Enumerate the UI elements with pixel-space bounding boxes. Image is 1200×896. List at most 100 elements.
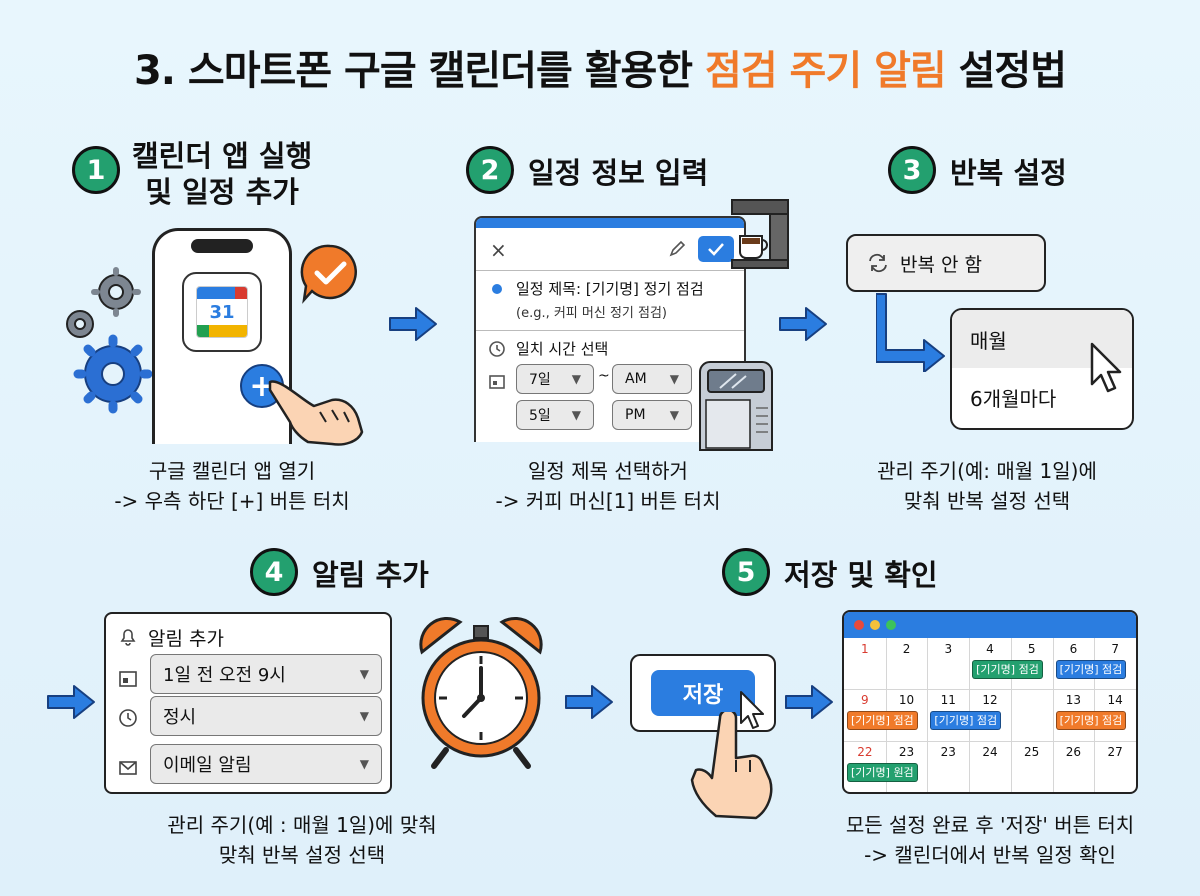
notification-panel: 알림 추가 1일 전 오전 9시▼ 정시▼ 이메일 알림▼ (104, 612, 392, 794)
reminder-timing-value: 정시 (163, 707, 197, 728)
ampm-start-select[interactable]: AM▼ (612, 364, 692, 394)
step-1-title-line1: 캘린더 앱 실행 (132, 139, 313, 173)
event-title-hint: (e.g., 커피 머신 정기 점검) (516, 306, 667, 321)
window-close-dot[interactable] (854, 620, 864, 630)
calendar-event[interactable]: [기기명] 점검 (847, 711, 918, 731)
reminder-timing-select[interactable]: 정시 ▼ (150, 696, 382, 736)
edit-pencil-icon[interactable] (668, 240, 686, 258)
arrow-right-icon (47, 685, 95, 719)
close-icon[interactable]: × (490, 238, 507, 262)
calendar-day[interactable]: 7 (1111, 642, 1119, 656)
calendar-day[interactable]: 26 (1065, 744, 1082, 759)
date-end-select[interactable]: 5일▼ (516, 400, 594, 430)
title-highlight: 점검 주기 알림 (705, 48, 947, 94)
calendar-event[interactable]: [기기명] 점검 (972, 660, 1043, 679)
calendar-day[interactable]: 13 (1065, 693, 1082, 708)
calendar-day[interactable]: 22 (857, 744, 873, 759)
mouse-cursor-icon (740, 691, 764, 729)
calendar-day[interactable]: 27 (1107, 744, 1123, 759)
calendar-event[interactable]: [기기명] 점검 (1055, 660, 1127, 679)
calendar-day[interactable]: 6 (1069, 642, 1078, 656)
event-color-dot (492, 284, 502, 294)
reminder-time-select[interactable]: 1일 전 오전 9시 ▼ (150, 654, 382, 694)
step-5-caption: 모든 설정 완료 후 '저장' 버튼 터치 -> 캘린더에서 반복 일정 확인 (810, 810, 1170, 870)
page-title: 3. 스마트폰 구글 캘린더를 활용한 점검 주기 알림 설정법 (0, 38, 1200, 96)
calendar-gridline (1010, 638, 1012, 792)
event-title-label[interactable]: 일정 제목: [기기명] 정기 점검 (516, 280, 704, 298)
reminder-time-value: 1일 전 오전 9시 (163, 665, 286, 686)
confirm-check-button[interactable] (698, 236, 734, 262)
calendar-gridline (927, 638, 929, 792)
calendar-day[interactable]: 11 (940, 693, 956, 708)
calendar-day[interactable]: 24 (982, 744, 998, 759)
chevron-down-icon: ▼ (359, 709, 369, 723)
l-arrow-icon (876, 293, 945, 372)
title-prefix: 3. 스마트폰 구글 캘린더를 활용한 (133, 48, 706, 94)
ampm-end-select[interactable]: PM▼ (612, 400, 692, 430)
step-5-caption-line1: 모든 설정 완료 후 '저장' 버튼 터치 (845, 813, 1135, 837)
step-1-caption-line2: -> 우측 하단 [+] 버튼 터치 (114, 489, 350, 513)
step-4-caption-line2: 맞춰 반복 설정 선택 (218, 843, 386, 867)
calendar-logo-icon: 31 (196, 286, 248, 338)
calendar-event[interactable]: [기기명] 점검 (1055, 711, 1127, 731)
ice-machine-icon (699, 361, 773, 451)
step-3-badge: 3 (888, 146, 936, 194)
time-label: 일치 시간 선택 (516, 340, 609, 358)
calendar-logo-date: 31 (209, 301, 235, 323)
chevron-down-icon: ▼ (571, 408, 581, 422)
gears-icon (66, 267, 153, 414)
repeat-option-6months[interactable]: 6개월마다 (970, 386, 1057, 411)
step-3-caption: 관리 주기(예: 매월 1일)에 맞춰 반복 설정 선택 (862, 456, 1112, 516)
window-minimize-dot[interactable] (870, 620, 880, 630)
clock-icon (119, 709, 137, 727)
calendar-event[interactable]: [기기명] 점검 (930, 711, 1002, 731)
coffee-machine-icon (731, 199, 789, 269)
calendar-day[interactable]: 12 (982, 693, 998, 708)
repeat-button[interactable]: 반복 안 함 (846, 234, 1046, 292)
calendar-event[interactable]: [기기명] 원검 (847, 762, 918, 782)
calendar-day[interactable]: 14 (1107, 693, 1123, 708)
window-maximize-dot[interactable] (886, 620, 896, 630)
check-icon (708, 243, 724, 256)
arrow-right-icon (779, 307, 827, 341)
calendar-day[interactable]: 23 (898, 744, 915, 759)
save-button[interactable]: 저장 (651, 670, 755, 716)
google-calendar-app-icon[interactable]: 31 (182, 272, 262, 352)
calendar-day[interactable]: 5 (1027, 642, 1036, 656)
reminder-method-select[interactable]: 이메일 알림▼ (150, 744, 382, 784)
calendar-day[interactable]: 4 (986, 642, 994, 656)
calendar-day[interactable]: 2 (902, 642, 911, 656)
step-2-badge: 2 (466, 146, 514, 194)
step-4-title: 알림 추가 (312, 558, 429, 592)
calendar-gridline (844, 740, 1136, 742)
calendar-day[interactable]: 1 (861, 642, 869, 656)
calendar-small-icon (119, 671, 137, 687)
chevron-down-icon: ▼ (359, 667, 369, 681)
calendar-day[interactable]: 25 (1024, 744, 1040, 759)
chevron-down-icon: ▼ (669, 372, 679, 386)
range-separator: ~ (598, 368, 610, 384)
arrow-right-icon (389, 307, 437, 341)
step-4-caption: 관리 주기(예 : 매월 1일)에 맞춰 맞춰 반복 설정 선택 (132, 810, 472, 870)
chevron-down-icon: ▼ (571, 372, 581, 386)
date-start-value: 7일 (529, 372, 551, 388)
calendar-day[interactable]: 10 (898, 693, 915, 708)
reminder-method-value: 이메일 알림 (163, 755, 252, 776)
step-3-title: 반복 설정 (950, 156, 1067, 190)
calendar-day[interactable]: 23 (940, 744, 956, 759)
step-1-title: 캘린더 앱 실행 및 일정 추가 (132, 138, 312, 210)
step-1-caption: 구글 캘린더 앱 열기 -> 우측 하단 [+] 버튼 터치 (82, 456, 382, 516)
calendar-day[interactable]: 3 (944, 642, 953, 656)
step-1-badge: 1 (72, 146, 120, 194)
repeat-icon (869, 253, 887, 273)
pointing-hand-icon (268, 380, 364, 446)
date-start-select[interactable]: 7일 ▼ (516, 364, 594, 394)
calendar-day[interactable]: 9 (861, 693, 869, 708)
calendar-titlebar (844, 612, 1136, 638)
step-3-caption-line2: 맞춰 반복 설정 선택 (903, 489, 1071, 513)
bell-icon (120, 629, 136, 646)
chevron-down-icon: ▼ (669, 408, 679, 422)
